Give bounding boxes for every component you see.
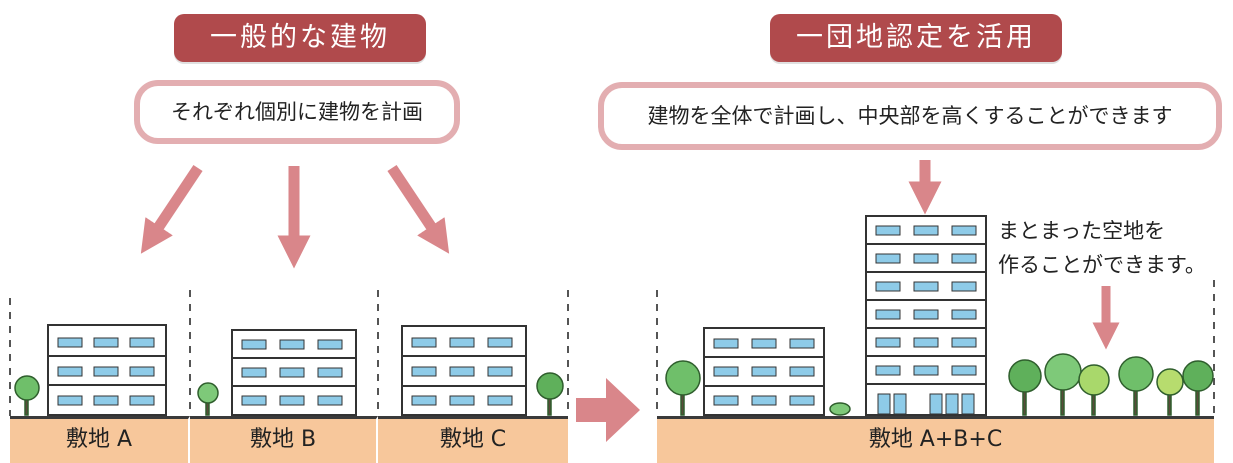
- building-tall: [865, 215, 987, 416]
- building-b: [231, 329, 357, 416]
- open-space-callout: まとまった空地を 作ることができます。: [998, 214, 1206, 282]
- left-title-banner: 一般的な建物: [174, 14, 426, 62]
- trees: [14, 353, 1214, 416]
- arrow-to-plot-a: [140, 164, 203, 254]
- plot-a: 敷地 A: [10, 416, 190, 463]
- building-a: [47, 324, 167, 416]
- building-c: [401, 325, 527, 416]
- right-bubble: 建物を全体で計画し、中央部を高くすることができます: [598, 82, 1222, 150]
- plot-abc: 敷地 A+B+C: [657, 416, 1214, 463]
- arrow-to-plot-c: [387, 164, 450, 254]
- right-title-banner: 一団地認定を活用: [770, 14, 1062, 62]
- callout-line-1: まとまった空地を: [998, 219, 1166, 243]
- transition-arrow: [576, 378, 640, 442]
- plot-c: 敷地 C: [378, 416, 568, 463]
- left-bubble: それぞれ個別に建物を計画: [134, 80, 460, 144]
- building-low-right: [703, 327, 825, 416]
- callout-line-2: 作ることができます。: [998, 253, 1206, 277]
- plot-b: 敷地 B: [190, 416, 378, 463]
